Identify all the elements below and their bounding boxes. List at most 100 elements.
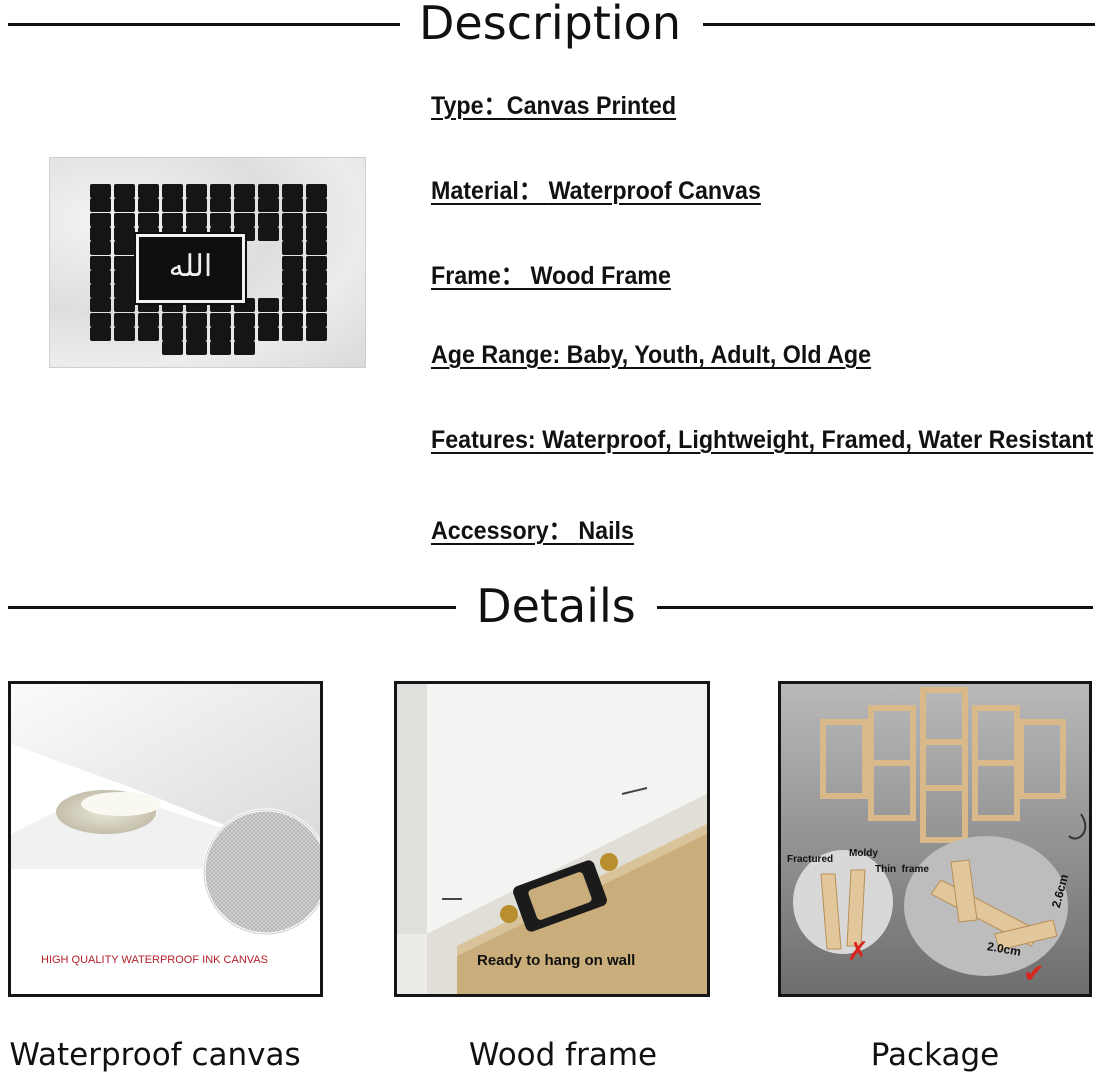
calligraphy-tile <box>186 312 207 327</box>
calligraphy-tile <box>234 198 255 213</box>
calligraphy-tile <box>114 269 135 284</box>
spec-frame-value: Wood Frame <box>530 262 671 290</box>
calligraphy-tile <box>258 198 279 213</box>
spec-material: Material： Waterproof Canvas <box>431 171 761 207</box>
calligraphy-tile <box>114 298 135 313</box>
calligraphy-tile <box>90 327 111 341</box>
spec-type-value: Canvas Printed <box>506 92 677 120</box>
calligraphy-tile <box>258 212 279 227</box>
calligraphy-tile <box>138 312 159 327</box>
calligraphy-tile <box>234 312 255 327</box>
calligraphy-tile <box>234 341 255 356</box>
calligraphy-tile <box>90 269 111 284</box>
calligraphy-tile <box>306 184 327 198</box>
calligraphy-tile <box>186 212 207 227</box>
details-rule-right <box>657 606 1093 609</box>
spec-material-value: Waterproof Canvas <box>548 177 761 205</box>
calligraphy-tile <box>138 212 159 227</box>
spec-age-range-label: Age Range: <box>431 341 567 369</box>
calligraphy-tile <box>234 184 255 198</box>
calligraphy-tile <box>90 284 111 299</box>
calligraphy-tile <box>162 184 183 198</box>
calligraphy-tile <box>162 341 183 356</box>
calligraphy-tile <box>282 184 303 198</box>
calligraphy-tile <box>282 327 303 341</box>
calligraphy-tile <box>90 184 111 198</box>
description-heading: Description <box>419 0 681 50</box>
spec-accessory-value: Nails <box>578 517 634 545</box>
calligraphy-tile <box>210 212 231 227</box>
calligraphy-tile <box>282 284 303 299</box>
spec-frame-label: Frame： <box>431 262 531 290</box>
calligraphy-tile <box>282 298 303 313</box>
canvas-overlay-text: HIGH QUALITY WATERPROOF INK CANVAS <box>41 954 268 966</box>
caption-waterproof-canvas: Waterproof canvas <box>9 1037 301 1073</box>
calligraphy-tile <box>306 327 327 341</box>
calligraphy-tile <box>258 327 279 341</box>
package-illustration: ✗ ✔ <box>781 684 1089 994</box>
calligraphy-tile <box>282 212 303 227</box>
calligraphy-tile <box>282 312 303 327</box>
calligraphy-tile <box>114 327 135 341</box>
spec-age-range-value: Baby, Youth, Adult, Old Age <box>566 341 872 369</box>
calligraphy-tile <box>210 341 231 356</box>
calligraphy-tile <box>114 198 135 213</box>
spec-features-value: Waterproof, Lightweight, Framed, Water R… <box>542 426 1094 454</box>
calligraphy-tile <box>162 312 183 327</box>
caption-wood-frame: Wood frame <box>468 1037 658 1073</box>
description-rule-left <box>8 23 400 26</box>
calligraphy-tile <box>210 198 231 213</box>
spec-type-label: Type： <box>431 92 507 120</box>
details-rule-left <box>8 606 456 609</box>
good-check-mark: ✔ <box>1023 959 1045 989</box>
frame-corner-illustration <box>397 684 707 994</box>
package-label-fractured: Fractured <box>787 854 834 865</box>
calligraphy-tile <box>138 327 159 341</box>
calligraphy-tile <box>90 212 111 227</box>
package-label-thin-frame: Thin frame <box>875 864 929 875</box>
calligraphy-tile <box>306 269 327 284</box>
calligraphy-tile <box>90 312 111 327</box>
calligraphy-tile <box>114 255 135 270</box>
spec-accessory: Accessory： Nails <box>431 511 634 547</box>
frame-overlay-text: Ready to hang on wall <box>477 952 636 969</box>
calligraphy-tile <box>234 212 255 227</box>
spec-features-label: Features: <box>431 426 543 454</box>
calligraphy-tile <box>138 184 159 198</box>
calligraphy-tile <box>114 226 135 241</box>
calligraphy-tile <box>114 184 135 198</box>
calligraphy-tile <box>210 184 231 198</box>
calligraphy-tile <box>282 241 303 256</box>
detail-canvas-image: HIGH QUALITY WATERPROOF INK CANVAS <box>8 681 323 997</box>
details-heading: Details <box>476 579 636 633</box>
calligraphy-tile <box>306 298 327 313</box>
calligraphy-tile <box>258 312 279 327</box>
calligraphy-tile <box>258 226 279 241</box>
calligraphy-tile <box>138 198 159 213</box>
detail-frame-image: Ready to hang on wall <box>394 681 710 997</box>
description-rule-right <box>703 23 1095 26</box>
calligraphy-tile <box>234 327 255 341</box>
spec-age-range: Age Range: Baby, Youth, Adult, Old Age <box>431 341 871 370</box>
center-calligraphy-panel: الله <box>134 232 247 305</box>
calligraphy-tile <box>90 198 111 213</box>
calligraphy-tile <box>186 198 207 213</box>
calligraphy-tile <box>306 241 327 256</box>
calligraphy-tile <box>114 241 135 256</box>
spec-frame: Frame： Wood Frame <box>431 256 671 292</box>
spec-accessory-label: Accessory： <box>431 517 579 545</box>
spec-material-label: Material： <box>431 177 549 205</box>
product-image <box>49 157 366 368</box>
calligraphy-tile <box>186 341 207 356</box>
calligraphy-tile <box>162 327 183 341</box>
spec-type: Type：Canvas Printed <box>431 86 676 122</box>
calligraphy-tile <box>306 212 327 227</box>
calligraphy-tile <box>258 184 279 198</box>
calligraphy-tile <box>186 327 207 341</box>
calligraphy-tile <box>90 255 111 270</box>
spec-features: Features: Waterproof, Lightweight, Frame… <box>431 426 1093 455</box>
calligraphy-tile <box>114 312 135 327</box>
package-label-moldy: Moldy <box>849 848 878 859</box>
calligraphy-tile <box>186 184 207 198</box>
calligraphy-tile <box>114 284 135 299</box>
